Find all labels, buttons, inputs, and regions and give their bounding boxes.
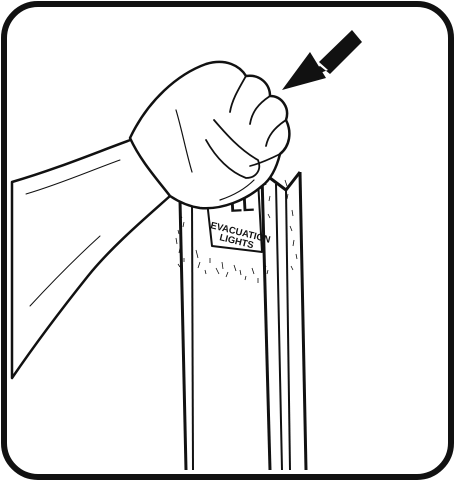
illustration-canvas: LL EVACUATION LIGHTS (0, 0, 455, 481)
instruction-illustration: LL EVACUATION LIGHTS (0, 0, 455, 481)
